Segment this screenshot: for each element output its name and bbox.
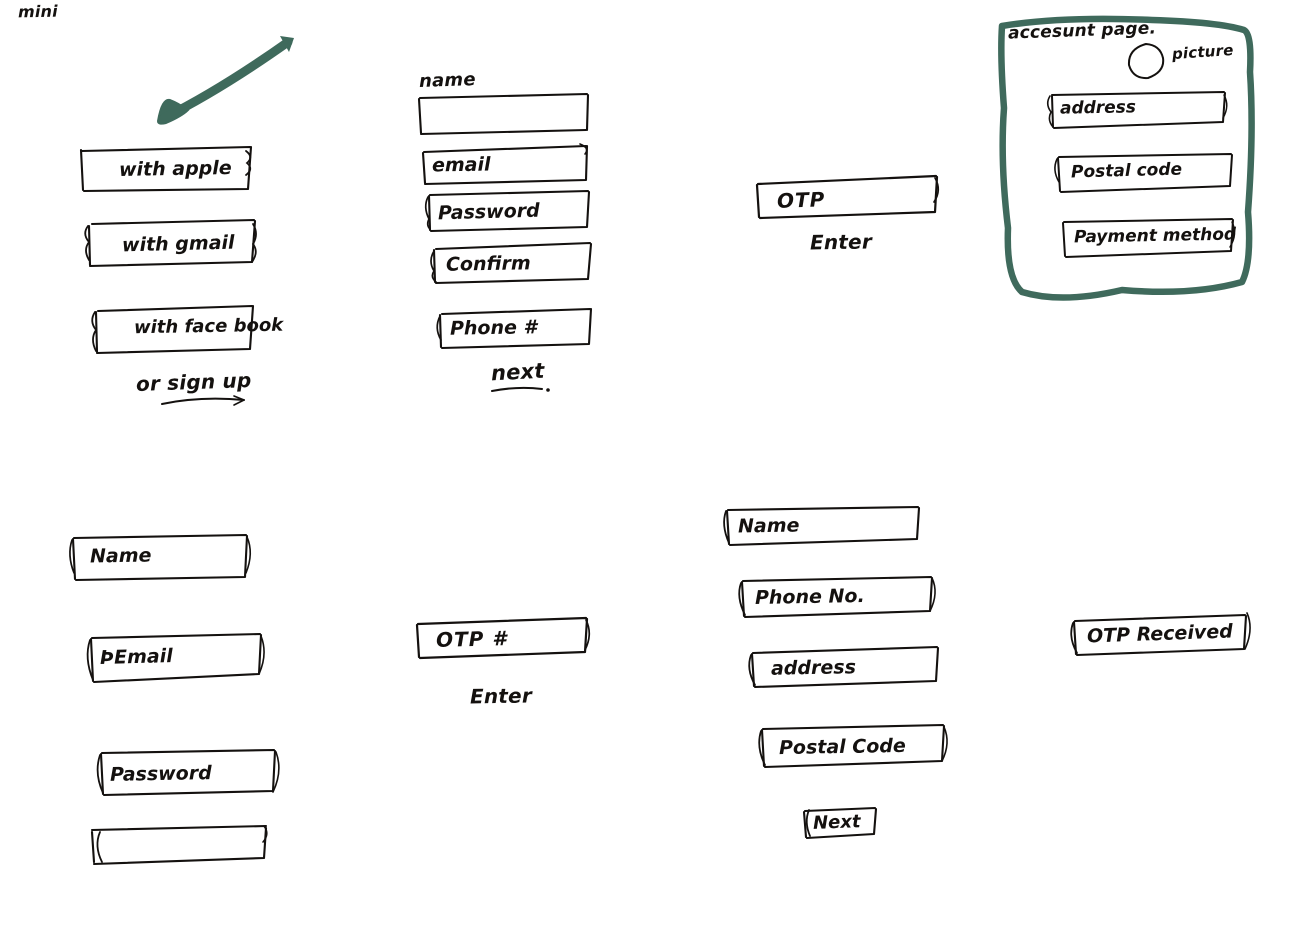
signup-next-button[interactable]: next: [490, 358, 546, 386]
otp-input-top-label: OTP: [776, 187, 826, 213]
profile-next-button-label: Next: [812, 811, 861, 834]
account-input-payment[interactable]: Payment method: [1058, 217, 1240, 265]
otp-received-box[interactable]: OTP Received: [1069, 611, 1255, 663]
account-input-address[interactable]: address: [1042, 90, 1232, 135]
social-login-button-facebook[interactable]: with face book: [91, 303, 283, 357]
signup-input-email-label: email: [431, 153, 491, 177]
profile-next-button[interactable]: Next: [801, 806, 883, 844]
check-arrow-icon: [148, 26, 308, 136]
profile-input-postal-label: Postal Code: [778, 734, 906, 760]
social-login-button-facebook-label: with face book: [133, 314, 284, 339]
profile-input-postal[interactable]: Postal Code: [757, 723, 953, 775]
profile-input-name-label: Name: [737, 514, 800, 538]
signup-link-underline: [160, 394, 250, 408]
register-input-email[interactable]: ÞEmail: [84, 632, 270, 688]
profile-input-address[interactable]: address: [747, 645, 947, 695]
otp-input-top[interactable]: OTP: [754, 168, 944, 224]
signup-input-confirm[interactable]: Confirm: [428, 241, 596, 289]
social-login-button-apple-label: with apple: [118, 157, 232, 181]
social-login-button-gmail[interactable]: with gmail: [84, 218, 258, 270]
social-login-button-gmail-label: with gmail: [121, 231, 235, 257]
register-input-confirm[interactable]: [88, 824, 276, 870]
profile-input-phone-label: Phone No.: [754, 585, 865, 609]
profile-input-phone[interactable]: Phone No.: [737, 575, 941, 625]
signup-link[interactable]: or sign up: [135, 367, 252, 397]
account-page-frame: [992, 12, 1262, 302]
signup-next-underline: [490, 385, 552, 395]
account-input-postal[interactable]: Postal code: [1053, 152, 1239, 200]
register-input-email-label: ÞEmail: [99, 645, 174, 669]
account-input-payment-label: Payment method: [1073, 224, 1237, 248]
register-input-name[interactable]: Name: [68, 533, 258, 585]
signup-name-label: name: [418, 69, 477, 92]
social-login-button-apple[interactable]: with apple: [78, 143, 254, 193]
otp-input-bottom[interactable]: OTP #: [414, 614, 594, 666]
register-input-name-label: Name: [89, 544, 152, 568]
page-title: mini: [17, 1, 59, 22]
otp-enter-button-top[interactable]: Enter: [809, 229, 873, 255]
signup-input-email[interactable]: email: [420, 142, 592, 190]
signup-input-phone-label: Phone #: [449, 316, 537, 340]
signup-input-name[interactable]: [417, 92, 591, 138]
account-input-postal-label: Postal code: [1070, 159, 1183, 183]
register-input-password-label: Password: [109, 762, 212, 786]
profile-input-address-label: address: [770, 656, 857, 680]
avatar-label: picture: [1171, 40, 1235, 64]
signup-input-password[interactable]: Password: [424, 189, 594, 237]
account-input-address-label: address: [1059, 97, 1137, 119]
signup-input-password-label: Password: [437, 199, 541, 225]
otp-input-bottom-label: OTP #: [435, 626, 508, 652]
signup-input-confirm-label: Confirm: [445, 252, 531, 276]
register-input-password[interactable]: Password: [92, 747, 284, 801]
profile-input-name[interactable]: Name: [722, 505, 928, 553]
otp-enter-button-bottom[interactable]: Enter: [469, 683, 533, 709]
avatar-circle-icon[interactable]: [1126, 42, 1168, 82]
signup-input-phone[interactable]: Phone #: [434, 306, 596, 354]
